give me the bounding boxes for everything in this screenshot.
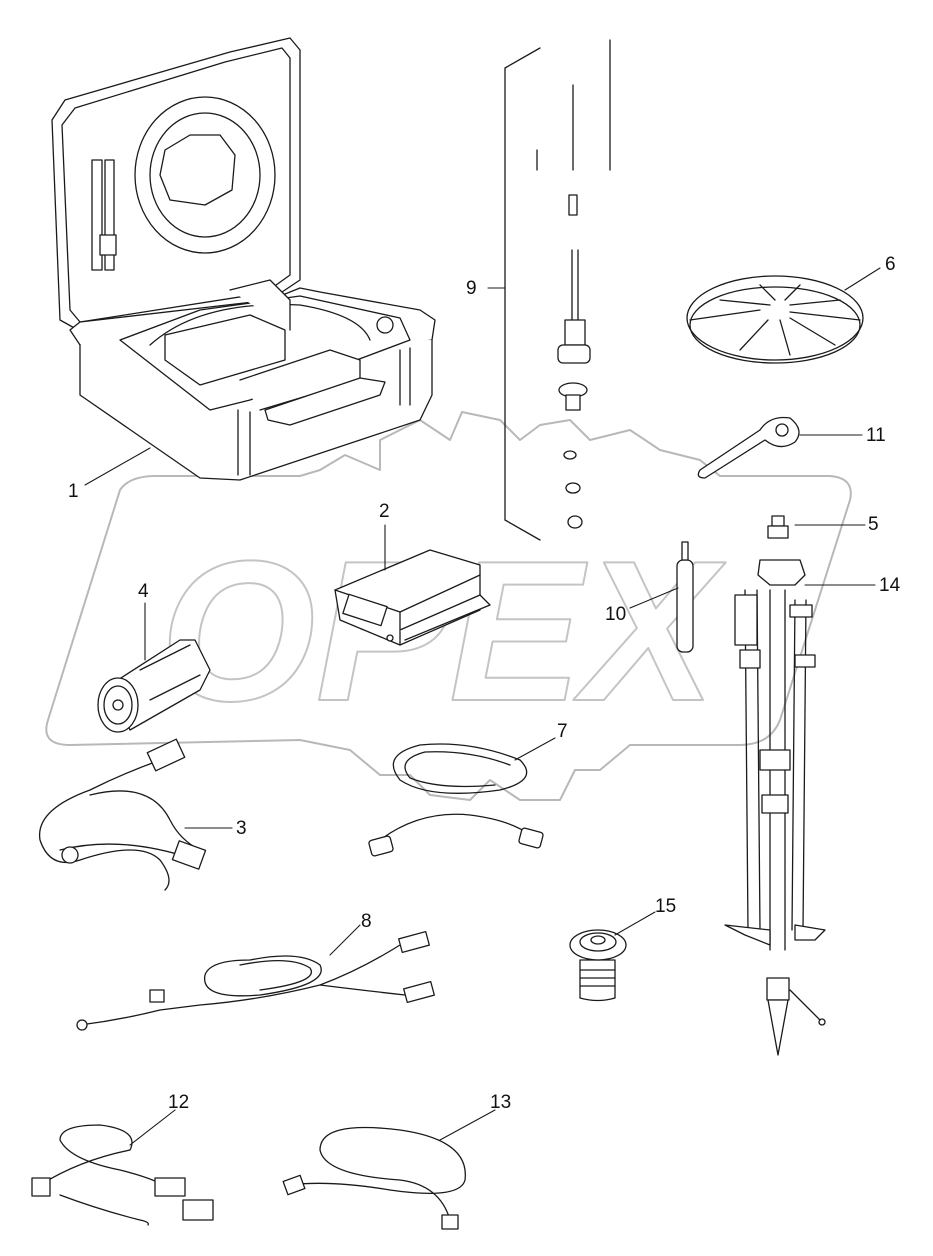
callout-12: 12	[168, 1092, 190, 1113]
callout-8: 8	[361, 911, 372, 932]
callout-5: 5	[868, 514, 879, 535]
callout-11: 11	[866, 425, 886, 446]
callout-9: 9	[466, 278, 477, 299]
part-4-battery	[97, 639, 211, 733]
part-7-coax-cable	[368, 743, 544, 857]
callout-10: 10	[605, 604, 627, 625]
part-15-fitting	[569, 929, 627, 1002]
part-3-cable	[38, 738, 207, 891]
callout-6: 6	[885, 254, 896, 275]
callout-2: 2	[379, 501, 390, 522]
part-11-wrench	[697, 416, 800, 479]
callout-14: 14	[879, 575, 901, 596]
part-5-adapter	[767, 515, 789, 539]
leader-lines	[84, 267, 881, 1146]
part-8-power-cable	[76, 930, 435, 1031]
part-10-rod	[676, 541, 694, 653]
callout-1: 1	[68, 481, 79, 502]
part-1-carrying-case	[51, 37, 436, 481]
callout-4: 4	[138, 581, 149, 602]
callout-7: 7	[557, 721, 568, 742]
part-14-pole-tripod	[724, 559, 826, 1056]
callout-13: 13	[490, 1092, 512, 1113]
callout-15: 15	[655, 896, 677, 917]
part-12-cable	[31, 1124, 214, 1226]
part-13-cable	[282, 1126, 466, 1230]
callout-3: 3	[236, 818, 247, 839]
part-6-ground-plane-disk	[686, 275, 864, 364]
part-2-receiver-unit	[334, 549, 491, 646]
part-9-antenna-kit	[504, 39, 611, 541]
